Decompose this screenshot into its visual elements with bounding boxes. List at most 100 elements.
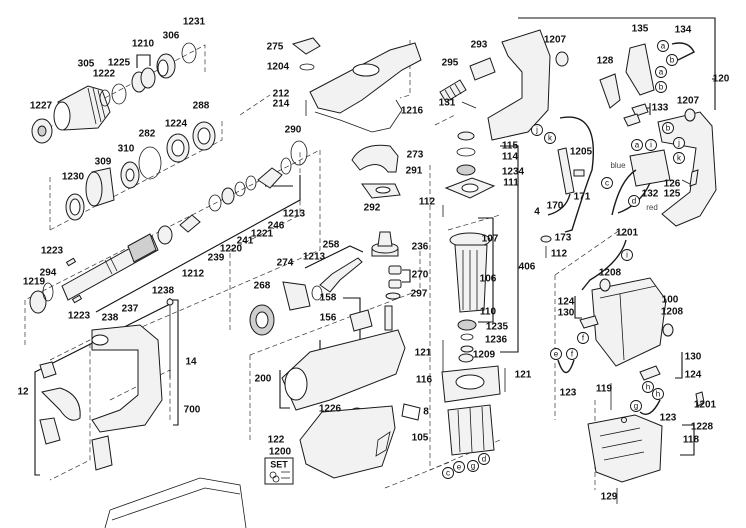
part-120-handle-shell	[657, 111, 717, 227]
part-1231-ring	[181, 42, 197, 64]
part-123-lead-right	[639, 399, 661, 415]
connector-marker-circle	[531, 124, 543, 136]
part-number-label: 173	[555, 233, 572, 244]
part-number-label: 1205	[570, 147, 593, 158]
connector-marker: c	[601, 177, 613, 189]
part-1201-wire	[581, 239, 627, 291]
connector-marker-circle	[566, 348, 578, 360]
part-118-rear-cover	[587, 414, 663, 483]
part-number-label: 236	[412, 242, 429, 253]
part-number-label: 273	[407, 150, 424, 161]
wire-color-label: red	[646, 203, 658, 212]
part-number-label: 239	[208, 253, 225, 264]
part-number-label: 133	[652, 103, 669, 114]
part-270-bushing-b	[388, 279, 402, 289]
part-number-label: 12	[17, 387, 29, 398]
part-number-label: 1213	[303, 252, 326, 263]
part-number-label: 1200	[269, 447, 292, 458]
connector-marker-circle	[478, 453, 490, 465]
part-135-switch-cover	[625, 43, 655, 96]
connector-marker-circle	[631, 139, 643, 151]
part-1220-washer	[221, 187, 235, 205]
part-number-label: 128	[597, 56, 614, 67]
part-1208-bumper-right	[662, 323, 674, 337]
part-1201-clip	[695, 391, 705, 407]
connector-marker-circle	[655, 66, 667, 78]
part-173-washer	[540, 235, 552, 243]
connector-marker: k	[673, 152, 685, 164]
part-number-label: 1207	[544, 35, 567, 46]
part-275-knob	[291, 37, 321, 55]
part-1213-ring-b	[311, 285, 323, 301]
connector-marker: b	[662, 122, 674, 134]
connector-marker: i	[645, 139, 657, 151]
part-number-label: 1231	[183, 17, 206, 28]
part-number-label: 297	[411, 289, 428, 300]
part-number-label: 1226	[319, 404, 342, 415]
part-number-label: 290	[285, 125, 302, 136]
connector-marker-circle	[642, 381, 654, 393]
bracket-258	[304, 245, 364, 269]
part-number-label: 1204	[267, 62, 290, 73]
part-number-label: 1207	[677, 96, 700, 107]
connector-marker-letter: b	[666, 124, 671, 133]
connector-marker: e	[453, 461, 465, 473]
part-12-clamp-top	[39, 361, 57, 379]
connector-marker-circle	[645, 139, 657, 151]
bracket-130-right	[675, 352, 683, 379]
part-200-gear-housing	[281, 329, 406, 411]
part-291-washer	[375, 186, 391, 194]
connector-marker-circle	[467, 460, 479, 472]
part-rear-handle-housing	[487, 29, 551, 141]
part-132-switch	[629, 149, 671, 187]
part-1212-striker	[179, 214, 201, 233]
part-number-label: 1225	[108, 58, 131, 69]
connector-marker-circle	[601, 177, 613, 189]
part-171-connector	[573, 169, 585, 177]
part-130-brush-right	[639, 365, 661, 381]
spindle-assembly	[29, 140, 308, 314]
connector-marker-letter: i	[650, 141, 652, 150]
connector-marker: b	[666, 54, 678, 66]
part-number-label: 1220	[220, 244, 243, 255]
part-number-label: 1213	[283, 209, 306, 220]
part-241-ring	[234, 181, 246, 197]
part-12-clamp-band	[41, 387, 81, 421]
part-1216-gasket	[314, 99, 403, 133]
connector-marker-letter: g	[634, 402, 638, 411]
part-number-label: 120	[713, 74, 730, 85]
connector-marker: j	[531, 124, 543, 136]
part-100-motor-housing	[591, 277, 667, 367]
part-number-label: 270	[412, 270, 429, 281]
part-number-label: 112	[551, 249, 568, 260]
part-number-label: 1236	[485, 335, 508, 346]
part-number-label: 131	[439, 98, 456, 109]
connector-marker: d	[628, 195, 640, 207]
connector-marker-circle	[577, 332, 589, 344]
part-number-label: 1221	[251, 229, 274, 240]
part-number-label: 246	[268, 221, 285, 232]
part-number-label: 700	[184, 405, 201, 416]
connector-marker-letter: e	[554, 350, 559, 359]
part-number-label: 111	[503, 178, 519, 189]
part-158-pin	[384, 305, 393, 331]
part-1207-bumper-right	[684, 108, 696, 122]
bracket-118	[680, 424, 695, 456]
connector-marker: a	[631, 139, 643, 151]
part-126-screw	[681, 179, 691, 185]
part-number-label: 292	[364, 203, 381, 214]
part-273-yoke	[351, 144, 399, 173]
part-170-wire	[559, 116, 594, 233]
motor-housing-assembly	[557, 239, 705, 504]
part-number-label: 123	[560, 388, 577, 399]
part-number-label: 258	[323, 240, 340, 251]
part-212-top-cover	[309, 42, 422, 114]
part-number-label: 100	[662, 295, 679, 306]
connector-marker-circle	[544, 132, 556, 144]
part-number-label: 122	[268, 435, 285, 446]
part-number-label: 1238	[152, 286, 175, 297]
part-number-label: 130	[685, 352, 702, 363]
